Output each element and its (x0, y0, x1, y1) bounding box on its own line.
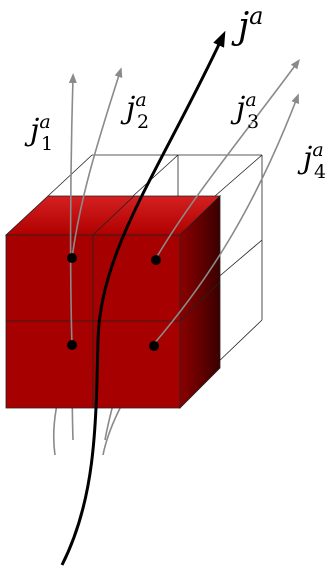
red-cube (4, 195, 221, 409)
point-2 (151, 255, 161, 265)
partial-current-j1-path (68, 73, 77, 346)
point-1 (67, 253, 77, 263)
main-current-arrow (60, 30, 226, 566)
back-wireframe (47, 154, 263, 366)
partial-current-j2-path (71, 67, 123, 259)
sample-points (67, 253, 161, 351)
point-3 (67, 340, 77, 350)
point-4 (149, 341, 159, 351)
label-main-current: ja (231, 2, 263, 47)
partial-currents (68, 58, 300, 346)
partial-current-j4-path (152, 93, 299, 346)
partial-current-j3-path (154, 58, 300, 261)
